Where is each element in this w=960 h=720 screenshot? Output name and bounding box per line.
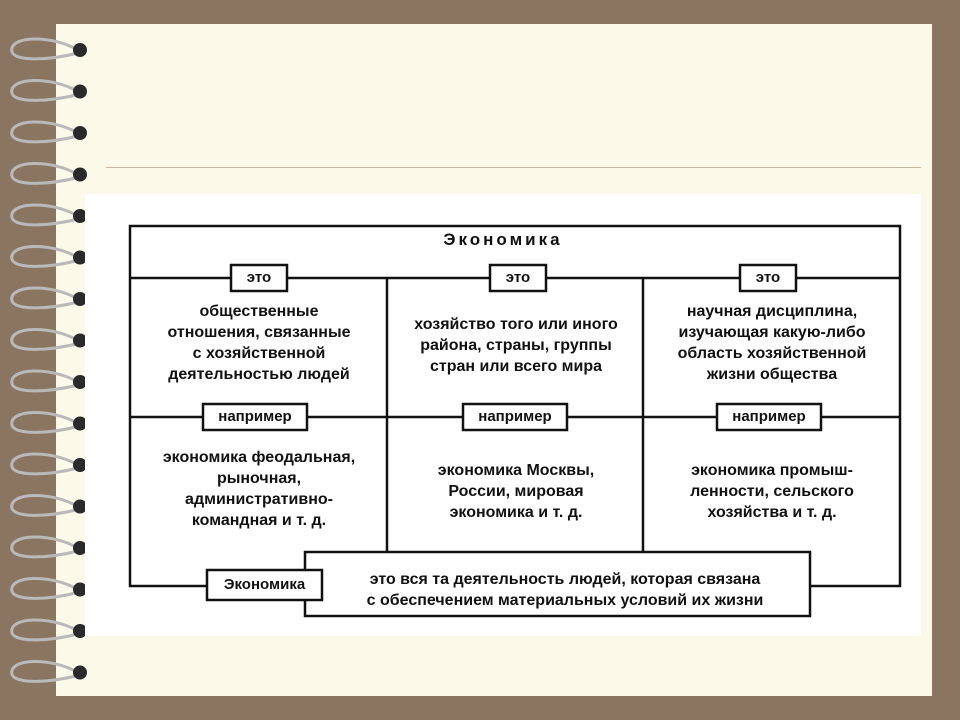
example-text-2: экономика Москвы, России, мировая эконом… [437, 462, 595, 521]
spiral-ring [10, 328, 79, 351]
binding-hole [73, 541, 87, 555]
binding-hole [73, 665, 87, 680]
spiral-ring [10, 245, 79, 268]
spiral-ring [10, 203, 79, 227]
example-label-2: например [478, 408, 552, 425]
this-label-2: это [505, 269, 531, 286]
definition-text: это вся та деятельность людей, которая с… [366, 571, 764, 609]
binding-hole [73, 209, 87, 223]
meaning-text-2: хозяйство того или иного района, страны,… [414, 316, 618, 375]
spiral-ring [10, 79, 79, 102]
binding-hole [73, 167, 87, 182]
spiral-ring [10, 577, 79, 600]
binding-hole [73, 43, 87, 57]
spiral-ring [10, 120, 79, 144]
meaning-text-3: научная дисциплина, изучающая какую-либо… [677, 303, 867, 383]
spiral-ring [10, 452, 79, 476]
definition-term-box [205, 568, 324, 602]
binding-hole [73, 333, 87, 348]
binding-hole [73, 499, 87, 514]
spiral-ring [10, 618, 79, 642]
spiral-ring [10, 162, 79, 185]
example-box-2 [461, 402, 569, 432]
diagram-frame [128, 224, 902, 618]
binding-hole [73, 126, 87, 140]
example-text-3: экономика промыш- ленности, сельского хо… [690, 462, 854, 521]
definition-term: Экономика [223, 576, 306, 593]
binding-hole [73, 458, 87, 472]
spiral-ring [10, 535, 79, 559]
header-rule [106, 167, 921, 168]
this-box-1 [229, 263, 289, 293]
this-label-1: это [246, 269, 272, 286]
example-box-1 [201, 402, 309, 432]
binding-hole [73, 416, 87, 431]
this-box-2 [488, 263, 548, 293]
example-label-1: например [218, 408, 292, 425]
spiral-ring [10, 411, 79, 434]
binding-hole [73, 292, 87, 306]
binding-hole [73, 375, 87, 389]
diagram-title: Экономика [443, 230, 563, 249]
binding-hole [73, 84, 87, 99]
binding-hole [73, 624, 87, 638]
binding-hole [73, 582, 87, 597]
diagram-scan: Экономика это это это общественные отнош… [85, 194, 921, 636]
spiral-ring [10, 286, 79, 310]
example-label-3: например [732, 408, 806, 425]
meaning-text-1: общественные отношения, связанные с хозя… [167, 303, 351, 383]
example-text-1: экономика феодальная, рыночная, админист… [162, 449, 356, 529]
definition-box [303, 550, 812, 618]
example-box-3 [715, 402, 823, 432]
spiral-ring [10, 660, 79, 683]
binding-hole [73, 250, 87, 265]
spiral-ring [10, 494, 79, 517]
this-label-3: это [755, 269, 781, 286]
spiral-binding [10, 37, 87, 683]
spiral-ring [10, 369, 79, 393]
spiral-ring [10, 37, 79, 61]
this-box-3 [738, 263, 798, 293]
